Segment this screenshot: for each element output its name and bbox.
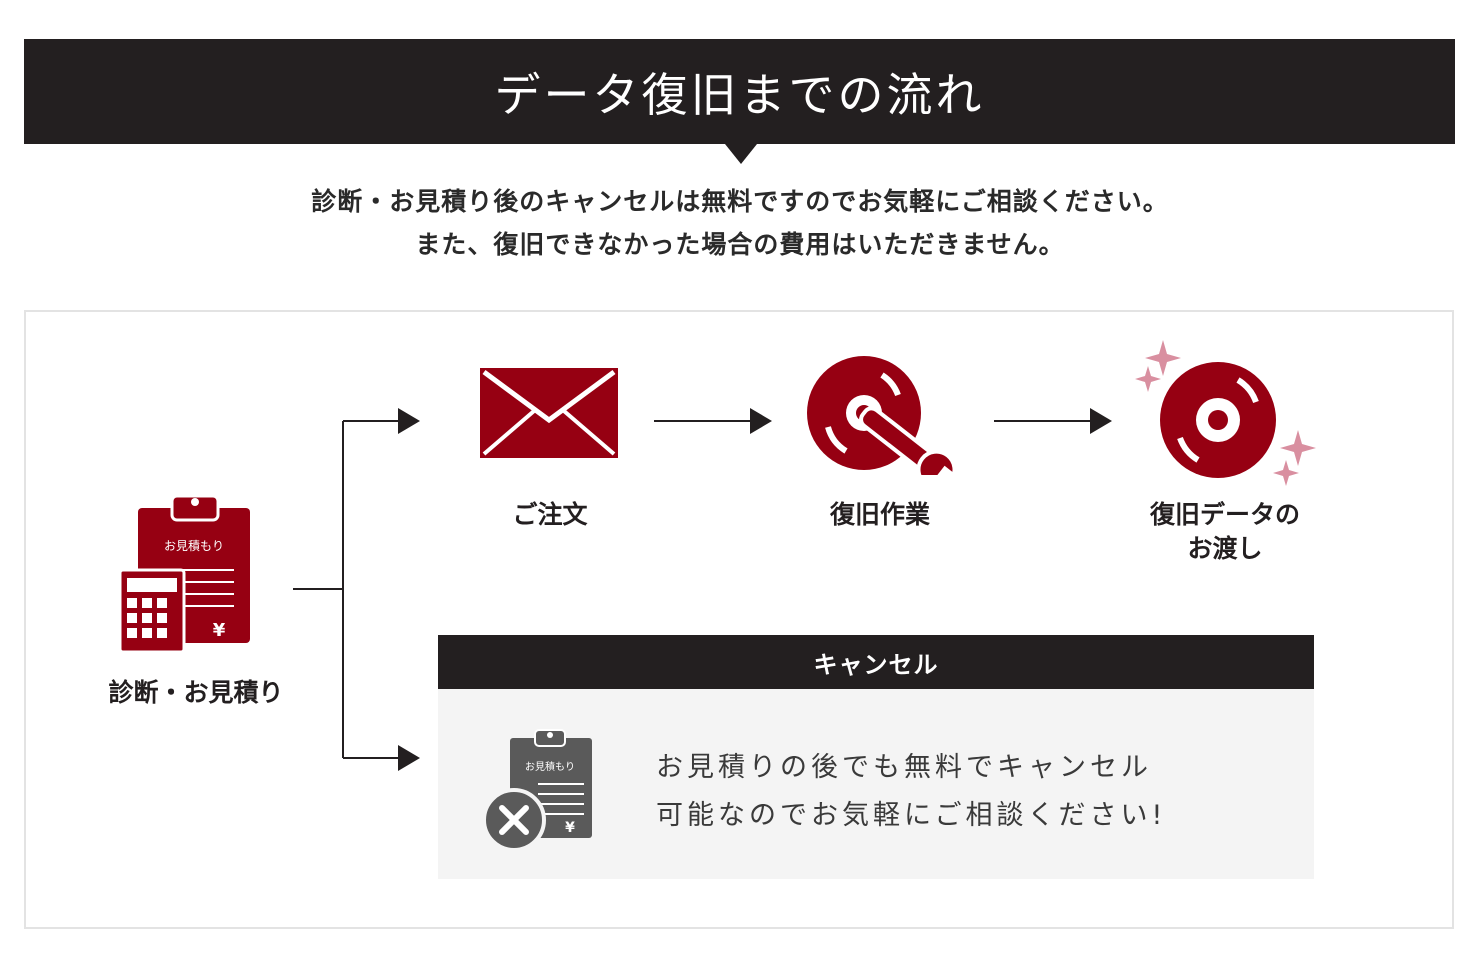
estimate-icon-yen: ¥	[213, 620, 226, 641]
recovery-disc-wrench-icon	[807, 356, 961, 475]
sparkle-icon	[1145, 340, 1181, 376]
cancel-message-line-2: 可能なのでお気軽にご相談ください!	[656, 800, 1167, 831]
step-recovery-label: 復旧作業	[829, 500, 930, 529]
page-title: データ復旧までの流れ	[494, 67, 985, 122]
estimate-icon-text: お見積もり	[164, 538, 224, 553]
cancel-icon-text: お見積もり	[525, 760, 575, 773]
step-estimate-label: 診断・お見積り	[108, 678, 284, 707]
envelope-icon	[480, 368, 618, 458]
step-delivery-label-line1: 復旧データの	[1149, 500, 1300, 529]
intro-line-2: また、復旧できなかった場合の費用はいただきません。	[415, 230, 1065, 259]
cancel-header: キャンセル	[438, 635, 1314, 689]
cancel-message-line-1: お見積りの後でも無料でキャンセル	[656, 752, 1152, 783]
step-delivery-label: 復旧データの お渡し	[1120, 498, 1330, 566]
step-delivery-label-line2: お渡し	[1187, 534, 1263, 563]
cancel-estimate-icon: お見積もり ¥	[482, 729, 592, 852]
sparkle-icon	[1135, 366, 1161, 392]
sparkle-icon	[1273, 460, 1299, 486]
banner-pointer	[725, 144, 757, 164]
arrow-to-order	[398, 408, 420, 434]
arrow-to-cancel	[398, 745, 420, 771]
cancel-icon-yen: ¥	[565, 820, 575, 836]
title-banner: データ復旧までの流れ	[24, 39, 1455, 144]
intro-line-1: 診断・お見積り後のキャンセルは無料ですのでお気軽にご相談ください。	[311, 187, 1169, 216]
delivery-disc-icon	[1135, 340, 1316, 486]
arrow-to-delivery	[1090, 408, 1112, 434]
sparkle-icon	[1280, 430, 1316, 466]
arrow-to-recovery	[750, 408, 772, 434]
estimate-icon: お見積もり ¥	[118, 494, 250, 654]
step-order-label: ご注文	[512, 500, 588, 529]
cancel-header-label: キャンセル	[813, 650, 939, 679]
